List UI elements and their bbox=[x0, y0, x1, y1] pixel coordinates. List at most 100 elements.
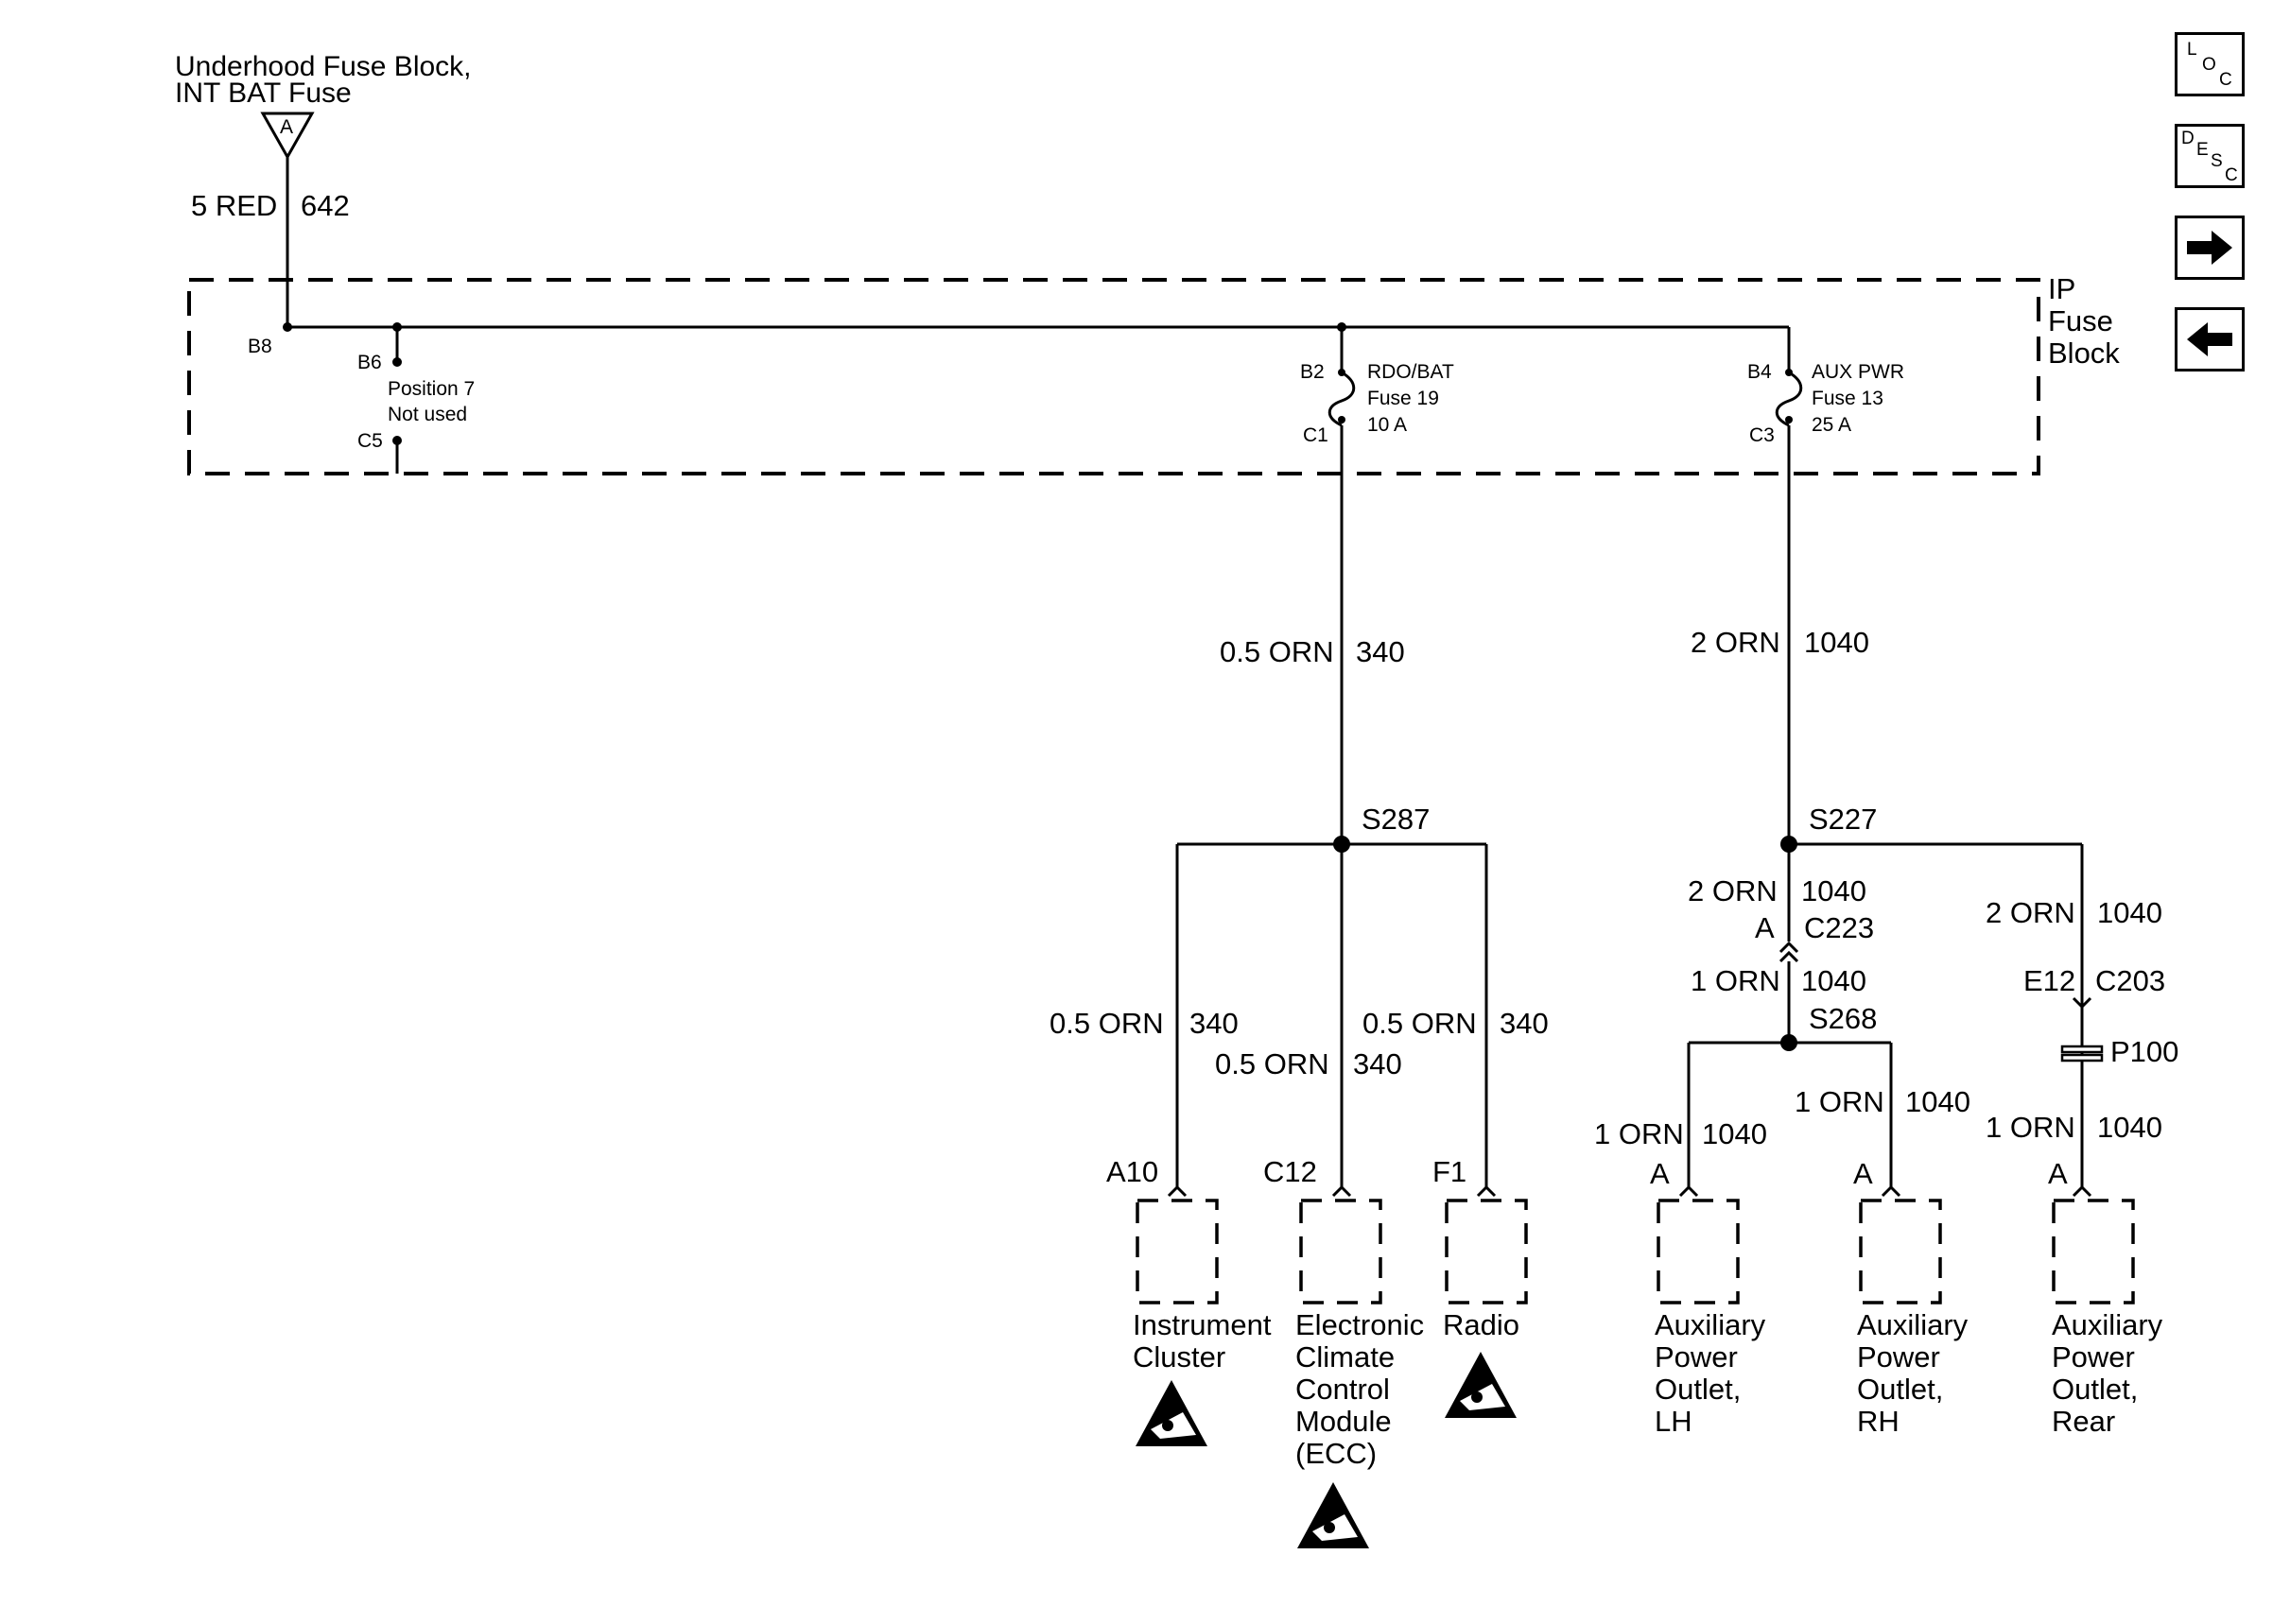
wire-1040-rear-upper-circuit: 1040 bbox=[2097, 896, 2162, 929]
conn-f1-symbol bbox=[1476, 1184, 1497, 1198]
fuse19-b2-dot bbox=[1338, 369, 1345, 376]
aux-lh-label1: Auxiliary bbox=[1655, 1308, 1766, 1341]
ecc-label4: Module bbox=[1295, 1405, 1392, 1438]
splice-s268-label: S268 bbox=[1809, 1002, 1877, 1035]
wire-1040-rh-circuit: 1040 bbox=[1905, 1085, 1970, 1118]
wire-642-circuit: 642 bbox=[301, 189, 350, 222]
pin-c5: C5 bbox=[357, 430, 383, 452]
loc-letter-l: L bbox=[2187, 40, 2197, 60]
wire-340-f1-circuit: 340 bbox=[1500, 1007, 1549, 1040]
wire-340-a10-gauge: 0.5 ORN bbox=[1050, 1007, 1164, 1040]
esd-warning-icon-radio bbox=[1445, 1352, 1517, 1418]
fuse19-label1: RDO/BAT bbox=[1367, 361, 1454, 383]
pin-aux-rear: A bbox=[2048, 1157, 2068, 1190]
wire-1040-rear-upper-gauge: 2 ORN bbox=[1986, 896, 2075, 929]
p100-passthrough-top bbox=[2060, 1045, 2104, 1054]
wire-340-c12-circuit: 340 bbox=[1353, 1047, 1402, 1080]
aux-lh-label2: Power bbox=[1655, 1340, 1738, 1373]
c223-label: C223 bbox=[1804, 911, 1874, 944]
fuse19-label3: 10 A bbox=[1367, 414, 1407, 436]
radio-label: Radio bbox=[1443, 1308, 1519, 1341]
source-terminal-symbol bbox=[260, 112, 315, 161]
conn-c12-symbol bbox=[1331, 1184, 1352, 1198]
wire-1040-c223-gauge: 2 ORN bbox=[1688, 874, 1778, 907]
pin-f1: F1 bbox=[1432, 1155, 1466, 1188]
c223-pin: A bbox=[1755, 911, 1775, 944]
aux-lh-box bbox=[1657, 1199, 1740, 1304]
aux-rear-box bbox=[2052, 1199, 2135, 1304]
previous-page-button[interactable] bbox=[2175, 307, 2245, 371]
pin-c1: C1 bbox=[1303, 424, 1328, 446]
c223-connector-symbol bbox=[1778, 941, 1799, 963]
conn-aux-rh-symbol bbox=[1881, 1184, 1901, 1198]
fuse13-b4-dot bbox=[1785, 369, 1793, 376]
pin-b2: B2 bbox=[1300, 361, 1325, 383]
c203-pin: E12 bbox=[2023, 964, 2075, 997]
pin-b6: B6 bbox=[357, 352, 382, 373]
aux-lh-label3: Outlet, bbox=[1655, 1373, 1741, 1406]
loc-button[interactable]: L O C bbox=[2175, 32, 2245, 96]
loc-letter-c: C bbox=[2219, 70, 2232, 90]
wire-340-main-gauge: 0.5 ORN bbox=[1220, 635, 1334, 668]
aux-rh-label1: Auxiliary bbox=[1857, 1308, 1969, 1341]
bus-node-b6 bbox=[392, 322, 402, 332]
wire-1040-main-gauge: 2 ORN bbox=[1691, 626, 1780, 659]
wire-1040-lh-gauge: 1 ORN bbox=[1594, 1117, 1684, 1150]
pin-c12: C12 bbox=[1263, 1155, 1317, 1188]
pin-aux-lh: A bbox=[1650, 1157, 1670, 1190]
p100-label: P100 bbox=[2110, 1035, 2178, 1068]
bus-node-b8 bbox=[283, 322, 292, 332]
next-page-button[interactable] bbox=[2175, 216, 2245, 280]
aux-rear-label4: Rear bbox=[2052, 1405, 2115, 1438]
fuse13-label3: 25 A bbox=[1812, 414, 1851, 436]
position7-line2: Not used bbox=[388, 404, 467, 425]
loc-letter-o: O bbox=[2202, 55, 2216, 75]
wire-1040-rear-lower-gauge: 1 ORN bbox=[1986, 1111, 2075, 1144]
ecc-label2: Climate bbox=[1295, 1340, 1395, 1373]
ip-fuse-block-outline bbox=[187, 278, 2040, 475]
ecc-label5: (ECC) bbox=[1295, 1437, 1377, 1470]
wire-1040-rear-lower-circuit: 1040 bbox=[2097, 1111, 2162, 1144]
ecc-label3: Control bbox=[1295, 1373, 1390, 1406]
ip-fuse-block-title3: Block bbox=[2048, 337, 2120, 370]
aux-rear-label1: Auxiliary bbox=[2052, 1308, 2163, 1341]
pin-b8: B8 bbox=[248, 336, 272, 357]
arrow-right-icon bbox=[2187, 231, 2232, 265]
p100-passthrough-bottom bbox=[2060, 1053, 2104, 1063]
aux-rh-box bbox=[1859, 1199, 1942, 1304]
desc-button[interactable]: D E S C bbox=[2175, 124, 2245, 188]
conn-aux-rear-symbol bbox=[2072, 1184, 2092, 1198]
source-label-line1: Underhood Fuse Block, bbox=[175, 51, 472, 82]
wire-1040-c223-circuit: 1040 bbox=[1801, 874, 1866, 907]
wire-642-gauge: 5 RED bbox=[191, 189, 277, 222]
fuse13-symbol bbox=[1775, 371, 1803, 427]
aux-rear-label2: Power bbox=[2052, 1340, 2135, 1373]
wire-1040-lh-circuit: 1040 bbox=[1702, 1117, 1767, 1150]
conn-aux-lh-symbol bbox=[1678, 1184, 1699, 1198]
pin-b4: B4 bbox=[1747, 361, 1772, 383]
desc-letter-s: S bbox=[2211, 151, 2223, 171]
ip-fuse-block-title1: IP bbox=[2048, 272, 2075, 305]
ip-fuse-block-title2: Fuse bbox=[2048, 304, 2113, 337]
ecc-label1: Electronic bbox=[1295, 1308, 1424, 1341]
arrow-left-icon bbox=[2187, 322, 2232, 356]
desc-letter-e: E bbox=[2196, 140, 2209, 160]
wire-1040-main-circuit: 1040 bbox=[1804, 626, 1869, 659]
conn-a10-symbol bbox=[1167, 1184, 1188, 1198]
pin-aux-rh: A bbox=[1853, 1157, 1873, 1190]
wire-340-a10-circuit: 340 bbox=[1189, 1007, 1239, 1040]
wire-340-c12-gauge: 0.5 ORN bbox=[1215, 1047, 1329, 1080]
fuse19-symbol bbox=[1327, 371, 1356, 427]
desc-letter-c: C bbox=[2225, 165, 2238, 185]
aux-rh-label2: Power bbox=[1857, 1340, 1940, 1373]
wire-340-main-circuit: 340 bbox=[1356, 635, 1405, 668]
fuse19-c1-dot bbox=[1338, 416, 1345, 423]
wire-340-f1-gauge: 0.5 ORN bbox=[1362, 1007, 1477, 1040]
fuse13-label1: AUX PWR bbox=[1812, 361, 1904, 383]
source-terminal-label: A bbox=[280, 116, 293, 138]
instrument-cluster-box bbox=[1136, 1199, 1219, 1304]
fuse13-label2: Fuse 13 bbox=[1812, 388, 1883, 409]
aux-lh-label4: LH bbox=[1655, 1405, 1692, 1438]
desc-letter-d: D bbox=[2181, 129, 2195, 148]
